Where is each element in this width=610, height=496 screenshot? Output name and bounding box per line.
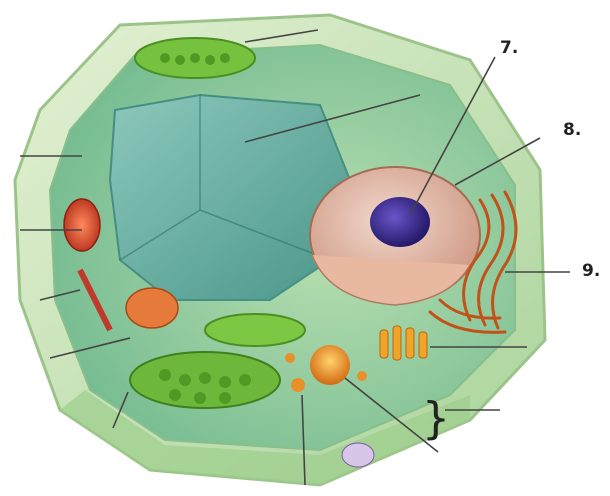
label-9: 9. — [582, 261, 600, 281]
vesicle-a — [291, 378, 305, 392]
label-7: 7. — [500, 38, 518, 58]
wall-organelle — [342, 443, 374, 467]
nucleolus — [370, 197, 430, 247]
vacuole — [110, 95, 350, 300]
bracket: } — [422, 393, 450, 444]
mitochondrion-left — [64, 199, 100, 251]
vesicle-c — [357, 371, 367, 381]
vesicle-b — [285, 353, 295, 363]
lysosome — [310, 345, 350, 385]
chloroplast-center — [205, 314, 305, 346]
mitochondrion-orange — [126, 288, 178, 328]
label-8: 8. — [563, 120, 581, 140]
